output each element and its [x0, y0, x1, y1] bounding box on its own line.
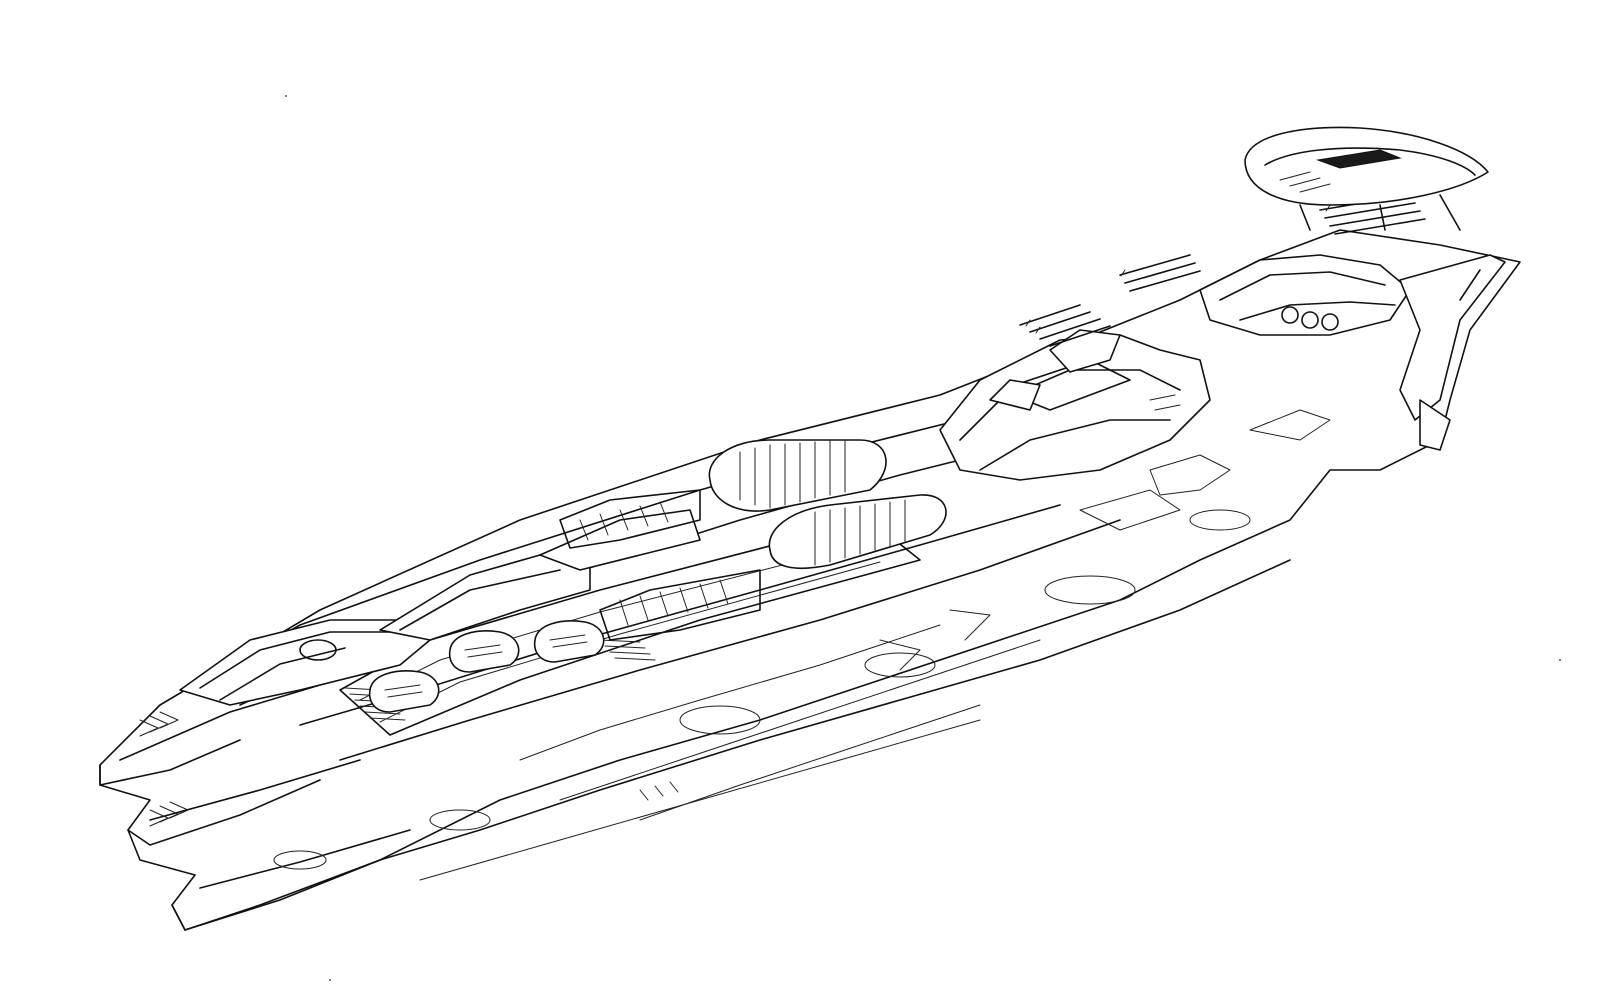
paper-speck — [1559, 659, 1561, 661]
starship-hull — [99, 126, 1521, 931]
paper-speck — [329, 979, 331, 981]
paper-speck — [285, 95, 287, 97]
